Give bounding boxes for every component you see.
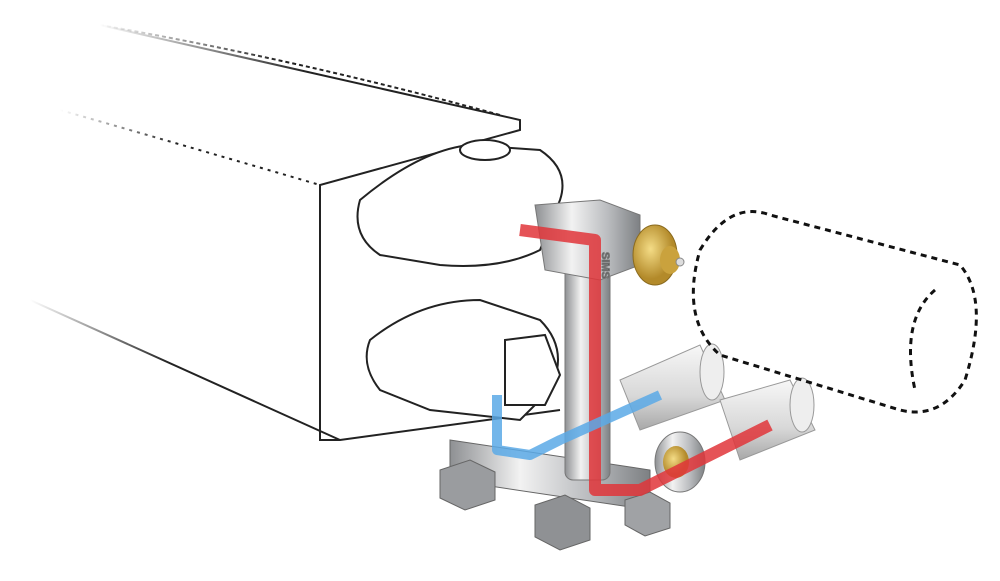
thermostat-head-outline bbox=[691, 210, 978, 414]
return-flow-path bbox=[492, 390, 663, 460]
supply-flow-path bbox=[519, 224, 773, 496]
brass-valve-insert bbox=[632, 224, 685, 286]
brand-mark: SIMS bbox=[599, 252, 611, 279]
radiator-outline bbox=[29, 24, 561, 441]
radiator-connectors bbox=[356, 139, 564, 422]
